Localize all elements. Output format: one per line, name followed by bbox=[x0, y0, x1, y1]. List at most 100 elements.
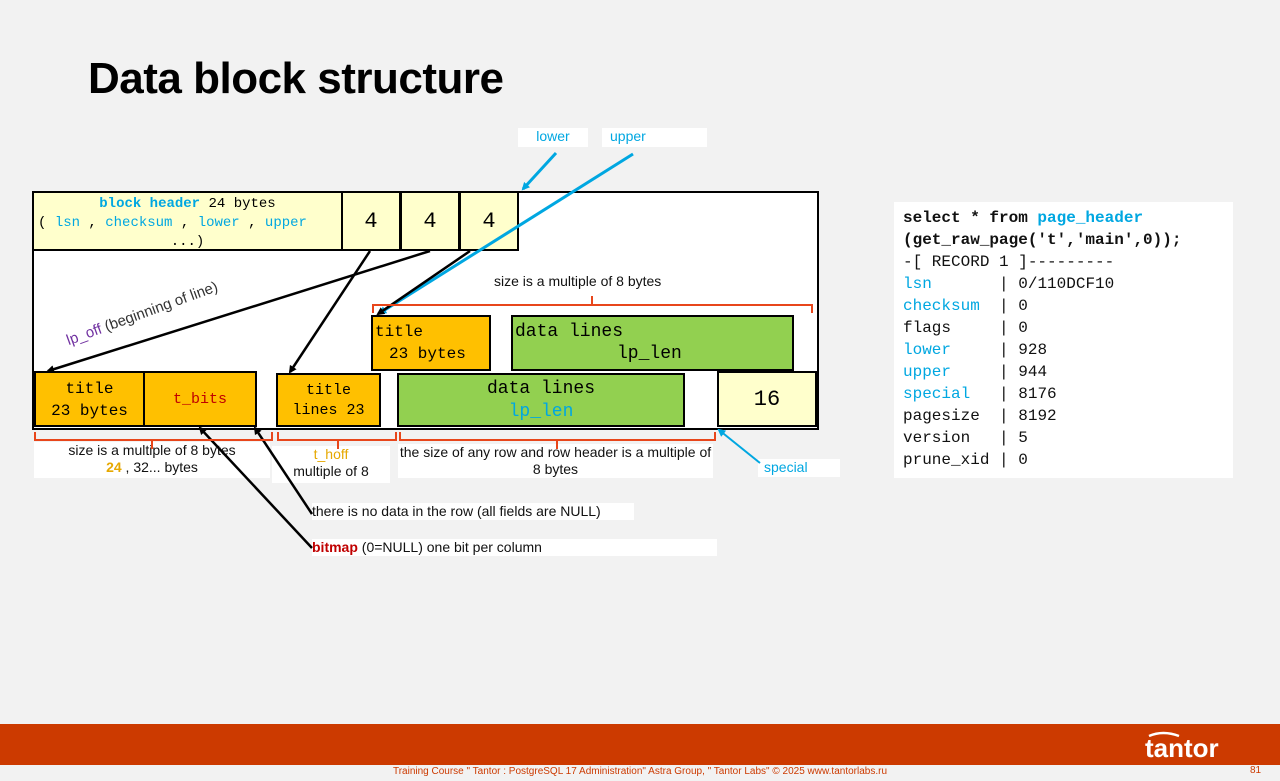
sql-row-pad bbox=[951, 363, 989, 381]
bracket-top bbox=[372, 296, 813, 313]
sql-row-sep: | bbox=[989, 407, 1019, 425]
sql-row-value: 0 bbox=[1018, 297, 1028, 315]
no-data-arrow bbox=[253, 426, 314, 515]
sql-row-sep: | bbox=[989, 385, 1019, 403]
bitmap-desc: (0=NULL) one bit per column bbox=[357, 539, 542, 555]
sql-row-name: lower bbox=[903, 341, 952, 359]
tantor-logo: tantor bbox=[1143, 728, 1233, 763]
page-title: Data block structure bbox=[88, 54, 504, 103]
t-hoff-desc: multiple of 8 bbox=[293, 463, 369, 479]
sep: , bbox=[80, 215, 106, 231]
sql-row-name: checksum bbox=[903, 297, 980, 315]
sql-output-panel: select * from page_header (get_raw_page(… bbox=[894, 202, 1233, 478]
block-header-name: block header bbox=[99, 196, 201, 212]
sql-row-value: 944 bbox=[1018, 363, 1048, 381]
sql-row: pagesize | 8192 bbox=[903, 405, 1233, 427]
header-checksum: checksum bbox=[105, 215, 173, 231]
sql-row-value: 8192 bbox=[1018, 407, 1057, 425]
header-lsn: lsn bbox=[54, 215, 81, 231]
sql-row-value: 5 bbox=[1018, 429, 1028, 447]
sql-row-value: 0 bbox=[1018, 319, 1028, 337]
sql-row-sep: | bbox=[989, 451, 1019, 469]
size-multiple-left-num: 24 bbox=[106, 459, 122, 475]
sql-function: page_header bbox=[1037, 209, 1144, 227]
bitmap-label: bitmap (0=NULL) one bit per column bbox=[312, 539, 717, 556]
sql-row: upper | 944 bbox=[903, 361, 1233, 383]
sql-row-pad bbox=[951, 341, 989, 359]
header-upper: upper bbox=[264, 215, 307, 231]
sql-row-pad bbox=[951, 319, 989, 337]
sql-row-name: version bbox=[903, 429, 971, 447]
upper-arrow bbox=[378, 152, 634, 315]
special-arrow bbox=[717, 428, 761, 464]
row-top-lp-len: lp_len bbox=[617, 344, 682, 364]
row-bottom-title2-size: lines 23 bbox=[292, 402, 365, 419]
sql-args: (get_raw_page('t','main',0)); bbox=[903, 231, 1182, 249]
sql-row-sep: | bbox=[989, 429, 1019, 447]
t-bits-cell: t_bits bbox=[143, 371, 257, 427]
row-top-data-text: data lines bbox=[515, 322, 624, 342]
row-bottom-title: title 23 bytes bbox=[34, 371, 145, 427]
sql-row-pad bbox=[970, 429, 989, 447]
special-area: 16 bbox=[717, 371, 817, 427]
bracket-left bbox=[34, 432, 273, 449]
sql-row-pad bbox=[932, 275, 990, 293]
header-lower: lower bbox=[197, 215, 240, 231]
sql-row-name: flags bbox=[903, 319, 952, 337]
sql-row: lsn | 0/110DCF10 bbox=[903, 273, 1233, 295]
sql-row-pad bbox=[980, 407, 990, 425]
sql-row-sep: | bbox=[989, 297, 1019, 315]
sql-row: version | 5 bbox=[903, 427, 1233, 449]
footer-text: Training Course " Tantor : PostgreSQL 17… bbox=[392, 766, 888, 777]
sql-row-sep: | bbox=[989, 275, 1019, 293]
row-bottom-title2-text: title bbox=[305, 382, 351, 399]
sql-row-name: lsn bbox=[903, 275, 932, 293]
sql-row-value: 0 bbox=[1018, 451, 1028, 469]
sql-row: flags | 0 bbox=[903, 317, 1233, 339]
size-multiple-left-line1: size is a multiple of 8 bytes bbox=[68, 442, 236, 458]
row-bottom-title-size: 23 bytes bbox=[51, 402, 128, 420]
sql-row-sep: | bbox=[989, 341, 1019, 359]
bitmap-word: bitmap bbox=[312, 539, 358, 555]
sql-row-sep: | bbox=[989, 363, 1019, 381]
row-bottom-title2: title lines 23 bbox=[276, 373, 381, 427]
bracket-hoff bbox=[277, 432, 397, 449]
row-top-data: data lines lp_len bbox=[511, 315, 794, 371]
sql-row: lower | 928 bbox=[903, 339, 1233, 361]
no-data-label: there is no data in the row (all fields … bbox=[312, 503, 601, 519]
bitmap-arrow bbox=[198, 426, 313, 549]
sep: , bbox=[239, 215, 265, 231]
page-number: 81 bbox=[1250, 765, 1262, 776]
sql-row-name: pagesize bbox=[903, 407, 980, 425]
sql-select: select * from bbox=[903, 209, 1038, 227]
row-top-title-size: 23 bytes bbox=[389, 345, 466, 363]
sql-row: prune_xid | 0 bbox=[903, 449, 1233, 471]
special-label: special bbox=[758, 459, 840, 477]
row-size-label: the size of any row and row header is a … bbox=[398, 444, 713, 478]
upper-label: upper bbox=[602, 128, 707, 147]
row-bottom-data: data lines lp_len bbox=[397, 373, 685, 427]
row-bottom-data-text: data lines bbox=[486, 379, 596, 399]
tantor-logo-icon: tantor bbox=[1145, 731, 1219, 763]
header-ellipsis: ...) bbox=[170, 234, 205, 250]
sql-row: special | 8176 bbox=[903, 383, 1233, 405]
row-bottom-title-text: title bbox=[65, 380, 114, 398]
sql-record-header: -[ RECORD 1 ]--------- bbox=[903, 253, 1115, 271]
sql-row-name: special bbox=[903, 385, 971, 403]
sql-row-sep: | bbox=[989, 319, 1019, 337]
pointer-1-arrow bbox=[288, 250, 372, 374]
sep: , bbox=[172, 215, 198, 231]
sql-row-value: 0/110DCF10 bbox=[1018, 275, 1115, 293]
block-header-size: 24 bytes bbox=[200, 196, 276, 212]
row-top-title: title 23 bytes bbox=[371, 315, 491, 371]
sql-row: checksum | 0 bbox=[903, 295, 1233, 317]
paren-open: ( bbox=[38, 215, 55, 231]
size-multiple-left-rest: , 32... bytes bbox=[121, 459, 198, 475]
size-multiple-top-label: size is a multiple of 8 bytes bbox=[494, 273, 662, 289]
sql-row-value: 928 bbox=[1018, 341, 1048, 359]
sql-row-value: 8176 bbox=[1018, 385, 1057, 403]
row-top-title-text: title bbox=[375, 323, 424, 341]
row-bottom-lp-len: lp_len bbox=[508, 402, 574, 422]
